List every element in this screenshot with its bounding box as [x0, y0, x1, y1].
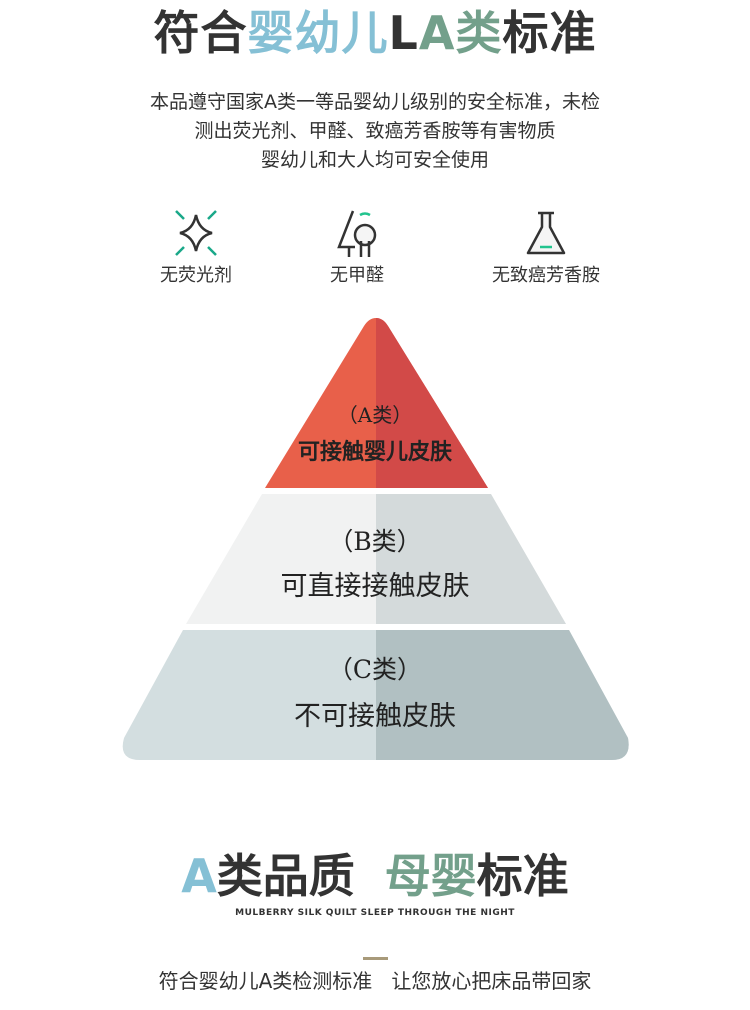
feature-no-fluorescent: 无荧光剂	[116, 205, 276, 287]
tier-c-grade: （C类）	[327, 655, 423, 684]
description-line: 测出荧光剂、甲醛、致癌芳香胺等有害物质	[194, 120, 556, 142]
page-title: 符合婴幼儿LA类标准	[153, 6, 597, 60]
tier-c	[122, 630, 629, 760]
feature-label: 无致癌芳香胺	[492, 265, 600, 286]
tier-a-text: 可接触婴儿皮肤	[297, 439, 452, 465]
tier-a	[265, 318, 488, 488]
feature-label: 无甲醛	[330, 265, 384, 286]
tier-b-text: 可直接接触皮肤	[280, 571, 470, 602]
flask-icon	[526, 211, 566, 255]
slogan-subtitle: MULBERRY SILK QUILT SLEEP THROUGH THE NI…	[235, 908, 515, 918]
tier-b-grade: （B类）	[328, 527, 422, 556]
footer-text: 符合婴幼儿A类检测标准 让您放心把床品带回家	[158, 969, 592, 993]
feature-no-amines: 无致癌芳香胺	[466, 205, 626, 287]
tree-icon	[337, 210, 377, 257]
tier-a-grade: （A类）	[337, 403, 413, 427]
description-line: 本品遵守国家A类一等品婴幼儿级别的安全标准，未检	[150, 91, 600, 113]
slogan: A类品质母婴标准	[181, 849, 569, 903]
description-line: 婴幼儿和大人均可安全使用	[260, 149, 489, 171]
feature-no-formaldehyde: 无甲醛	[277, 205, 437, 287]
description: 本品遵守国家A类一等品婴幼儿级别的安全标准，未检 测出荧光剂、甲醛、致癌芳香胺等…	[0, 88, 750, 175]
divider	[363, 957, 388, 960]
tier-c-text: 不可接触皮肤	[294, 701, 456, 732]
pyramid	[122, 318, 629, 760]
tier-b	[186, 494, 566, 624]
sparkle-icon	[175, 210, 217, 256]
feature-label: 无荧光剂	[160, 265, 232, 286]
